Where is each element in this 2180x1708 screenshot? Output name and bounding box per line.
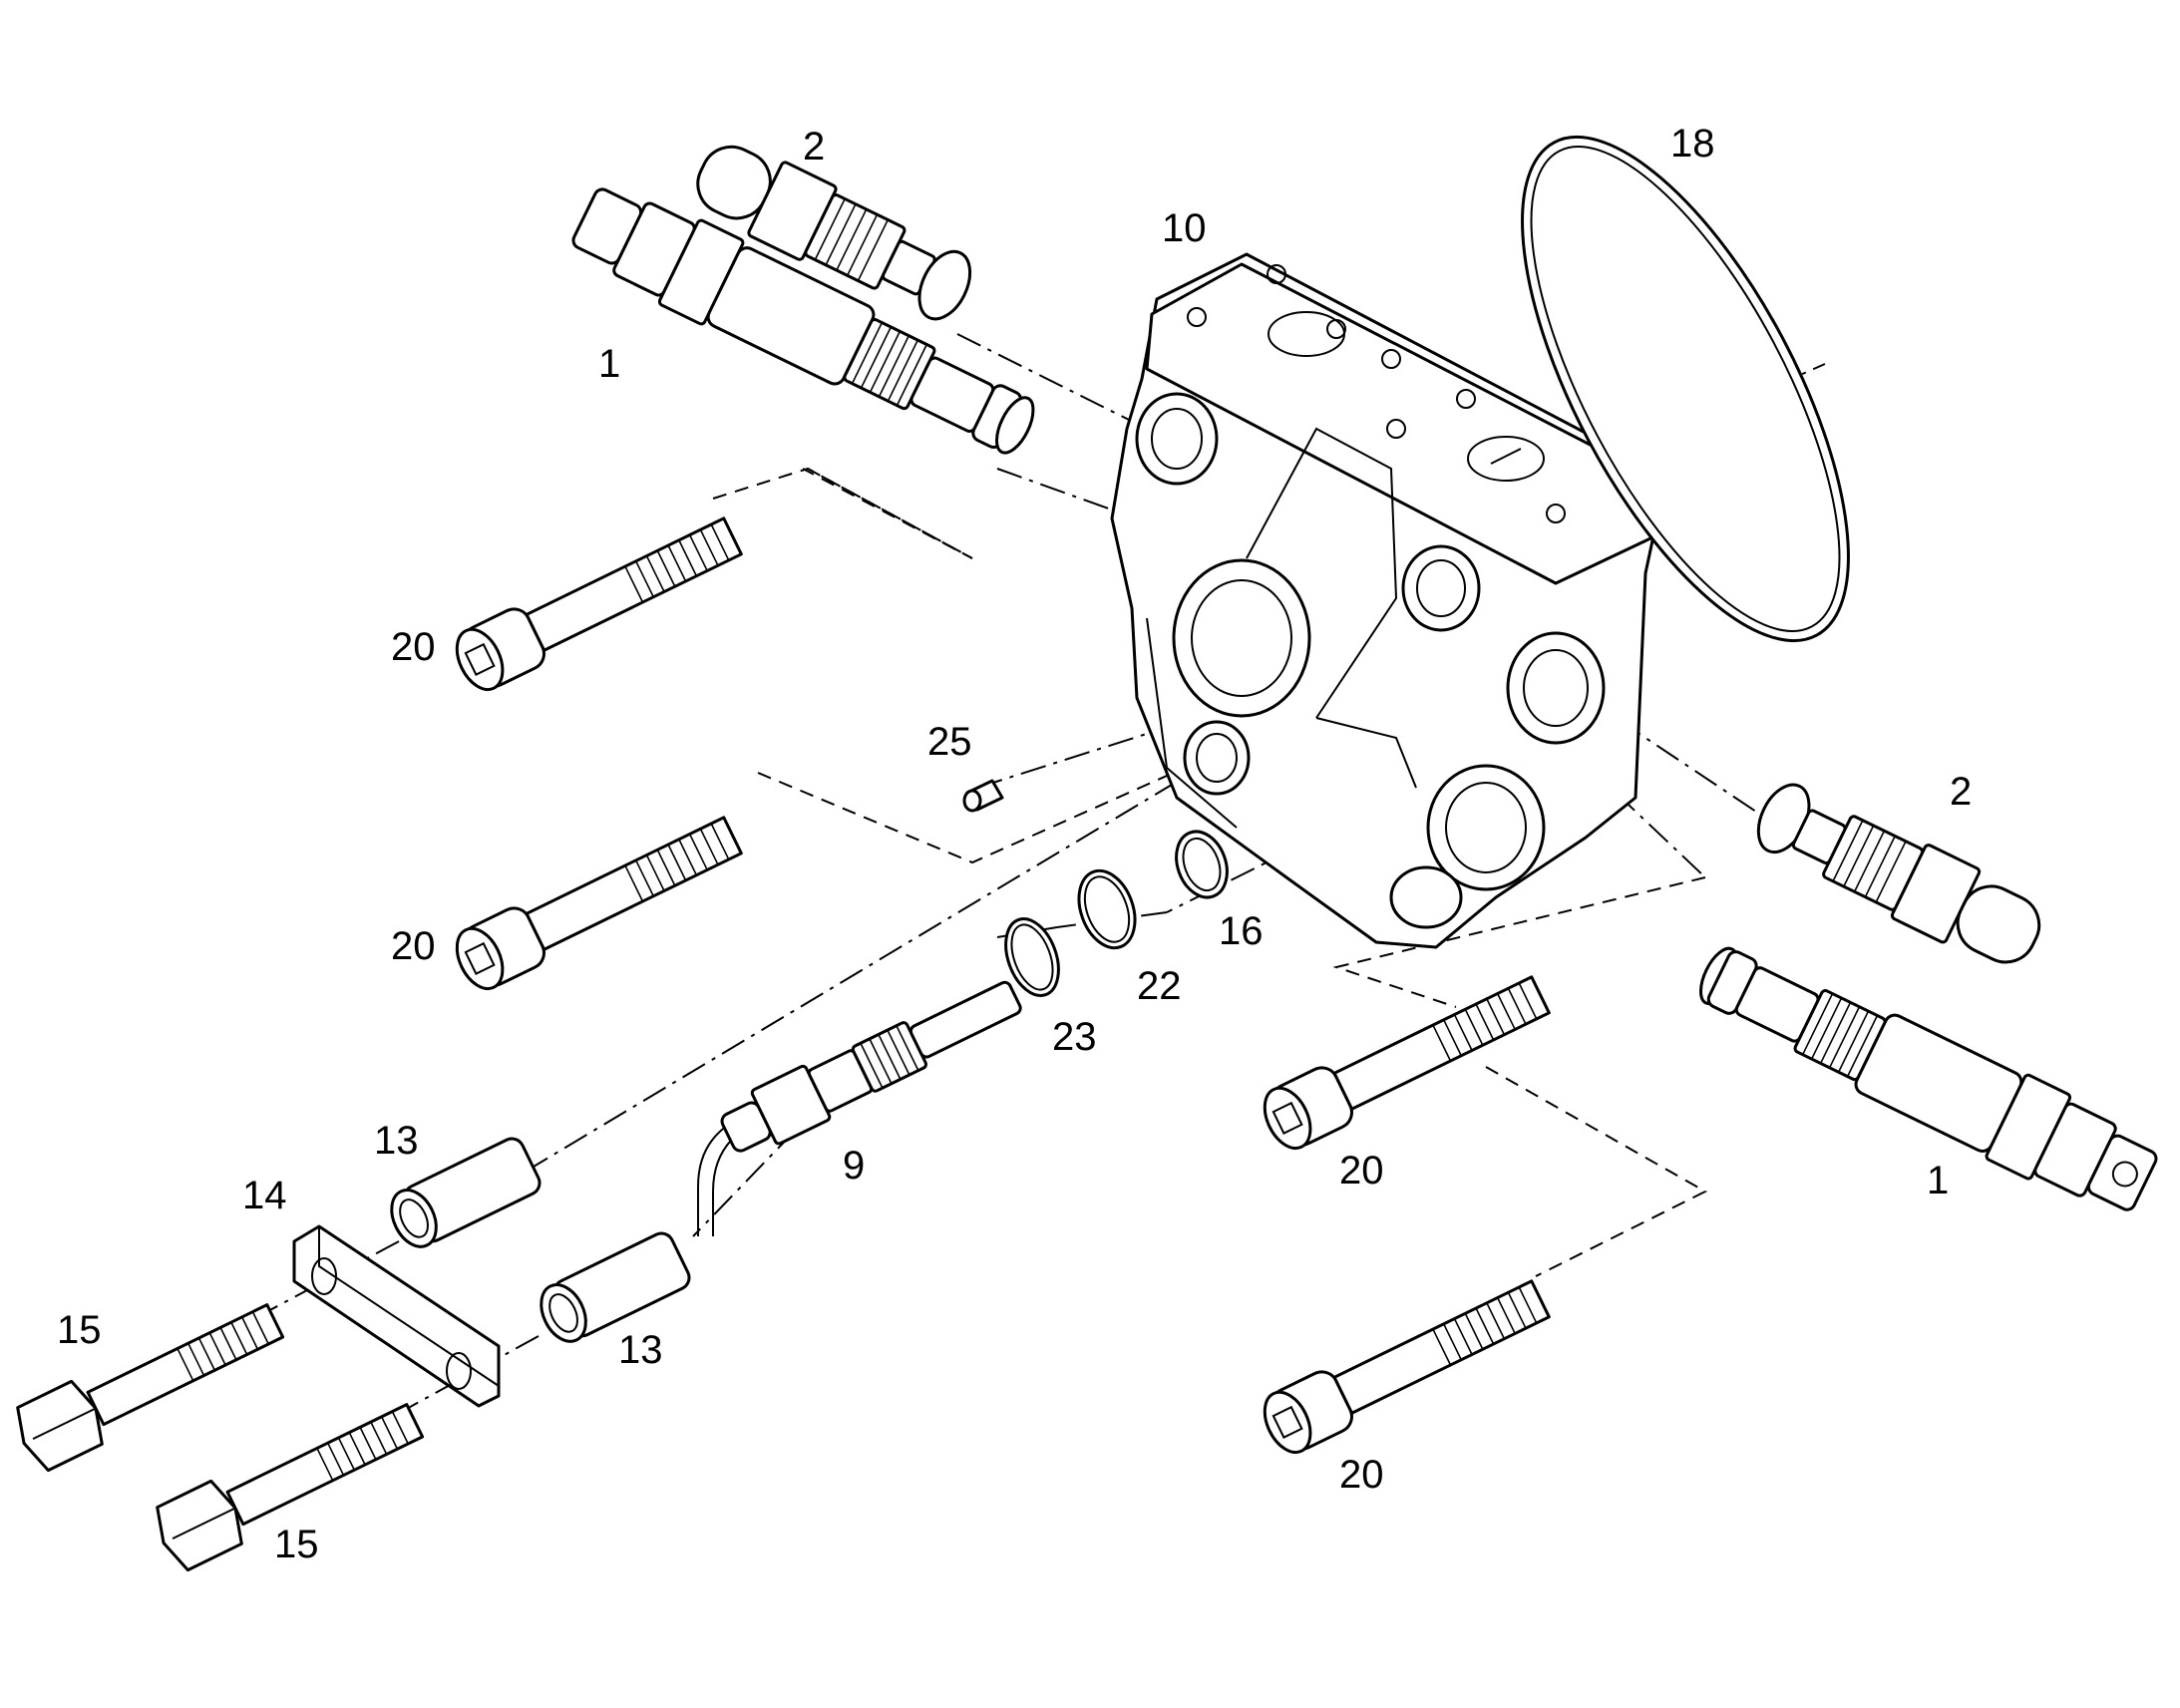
callout-1-top: 1 <box>598 342 620 386</box>
callout-20-c: 20 <box>1339 1149 1384 1193</box>
plug <box>962 779 1004 813</box>
callout-1-right: 1 <box>1927 1159 1949 1202</box>
callout-23: 23 <box>1052 1015 1097 1059</box>
callout-2-top: 2 <box>803 125 825 169</box>
valve-housing <box>1110 252 1662 949</box>
retaining-ring-23 <box>1004 917 1060 997</box>
relief-valve-cartridge-lower <box>1699 946 2158 1211</box>
hex-bolt-upper <box>16 1303 285 1473</box>
cap-screw-2 <box>455 816 743 991</box>
callout-10: 10 <box>1162 206 1207 250</box>
o-ring-seal <box>1521 135 1850 643</box>
callout-22: 22 <box>1137 964 1182 1008</box>
callout-20-a: 20 <box>391 625 436 669</box>
seal-ring-16 <box>1175 830 1229 899</box>
callout-9: 9 <box>843 1144 865 1188</box>
callout-13-b: 13 <box>618 1328 663 1372</box>
seal-ring-22 <box>1077 868 1137 950</box>
callout-18: 18 <box>1670 122 1715 166</box>
cap-screw-1 <box>455 516 743 692</box>
bushing-upper <box>390 1137 542 1248</box>
callout-14: 14 <box>242 1174 287 1217</box>
callout-20-b: 20 <box>391 924 436 968</box>
sensor <box>697 980 1022 1236</box>
callout-25: 25 <box>927 720 972 764</box>
callout-15-a: 15 <box>57 1308 102 1352</box>
hex-bolt-lower <box>156 1403 425 1572</box>
check-valve-cartridge-right <box>1756 783 2041 964</box>
callout-15-b: 15 <box>274 1523 319 1566</box>
cap-screw-3 <box>1263 975 1551 1151</box>
bracket-plate <box>292 1224 501 1408</box>
callouts: 1 2 10 18 20 25 20 2 16 22 23 1 13 9 20 … <box>57 122 1972 1566</box>
callout-13-a: 13 <box>374 1119 419 1163</box>
check-valve-cartridge-upper <box>696 145 972 321</box>
cap-screw-4 <box>1263 1279 1551 1455</box>
callout-20-d: 20 <box>1339 1453 1384 1497</box>
callout-2-right: 2 <box>1950 770 1972 814</box>
callout-16: 16 <box>1219 909 1264 953</box>
bushing-lower <box>540 1231 691 1343</box>
relief-valve-cartridge-upper <box>571 187 1035 455</box>
